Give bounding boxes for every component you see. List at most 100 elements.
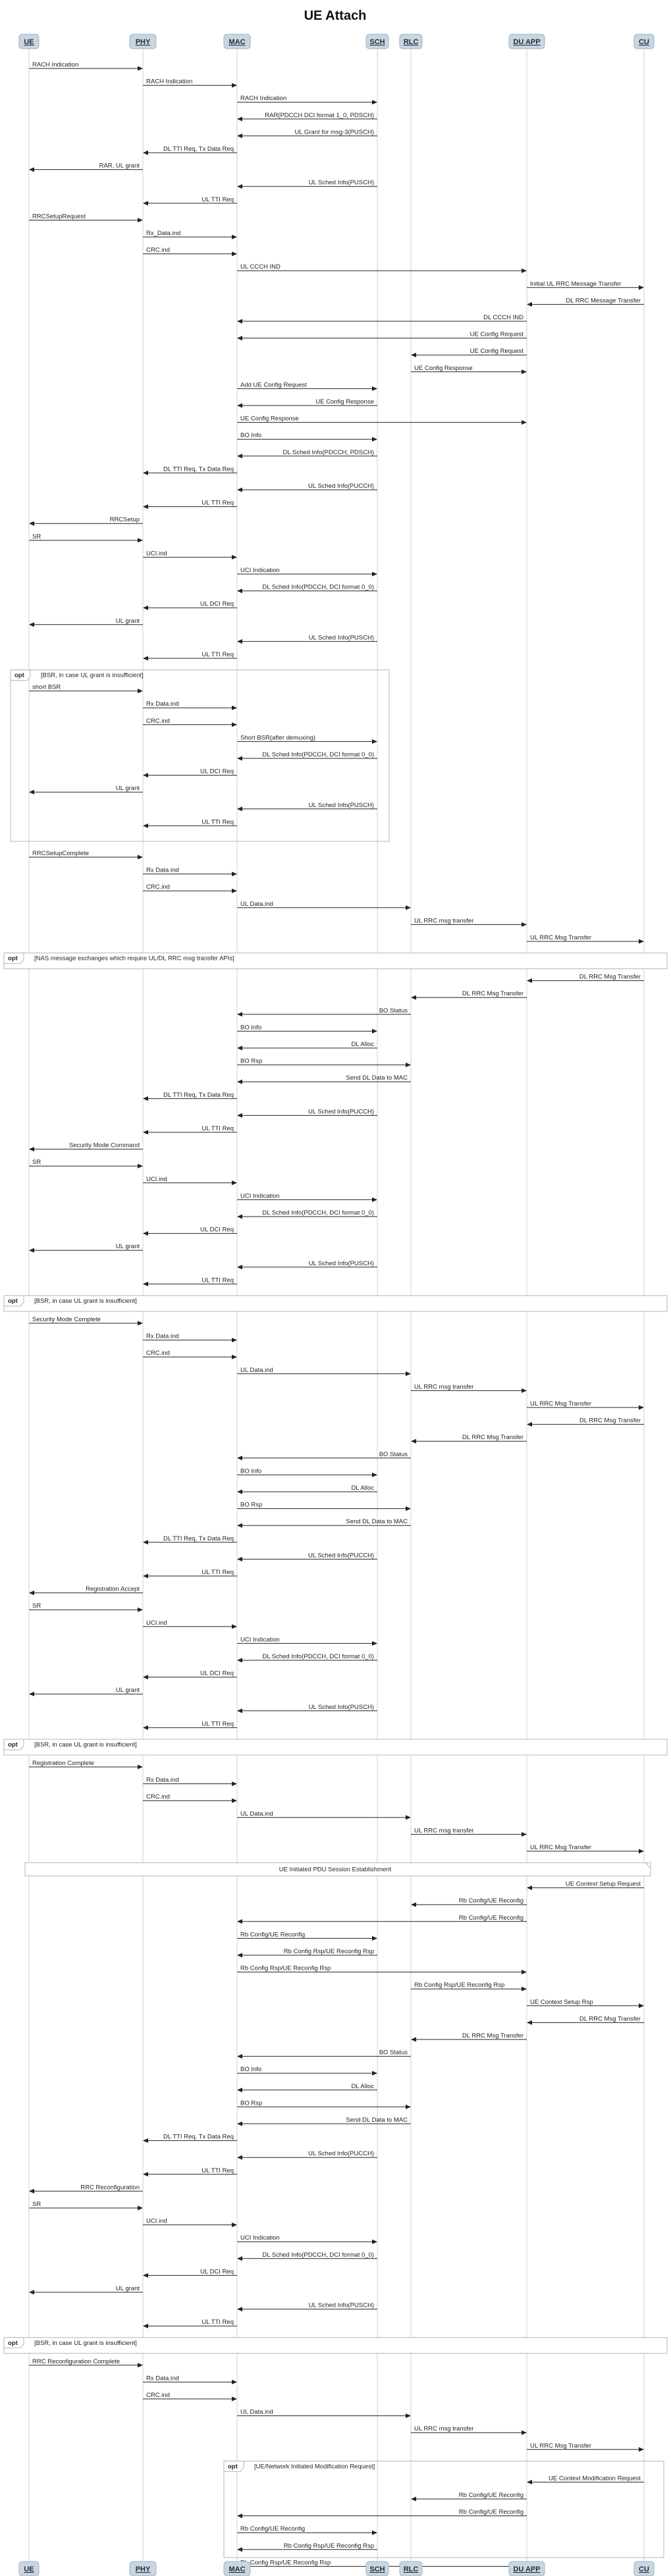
- message-35: UL TTI Req: [143, 651, 237, 661]
- message-label: Rb Config Rsp/UE Reconfig Rsp: [284, 2542, 374, 2550]
- message-115: DL RRC Msg Transfer: [527, 2015, 644, 2025]
- arrow-head-icon: [232, 705, 237, 710]
- message-107: UE Context Setup Request: [527, 1881, 644, 1891]
- arrow-head-icon: [237, 403, 242, 408]
- arrow-head-icon: [138, 2205, 143, 2211]
- arrow-head-icon: [232, 2222, 237, 2228]
- message-128: UCI Indication: [237, 2234, 377, 2244]
- message-61: DL TTI Req, Tx Data Req: [143, 1091, 237, 1101]
- message-88: UL Sched Info(PUCCH): [237, 1552, 377, 1562]
- participant-label: RLC: [404, 2565, 419, 2573]
- message-84: DL Alloc: [237, 1485, 377, 1494]
- arrow-head-icon: [143, 2172, 148, 2177]
- message-41: DL Sched Info(PDCCH, DCI format 0_0): [237, 751, 377, 761]
- arrow-head-icon: [237, 639, 242, 644]
- message-label: UL Sched Info(PUSCH): [309, 2302, 374, 2309]
- message-92: UCI.ind: [143, 1619, 237, 1629]
- message-49: CRC.ind: [143, 883, 237, 893]
- message-75: Rx Data.ind: [143, 1333, 237, 1343]
- arrow-head-icon: [527, 1885, 532, 1891]
- participant-label: PHY: [136, 38, 151, 46]
- message-label: UE Config Response: [315, 398, 374, 406]
- arrow-head-icon: [237, 2307, 242, 2312]
- message-24: DL TTI Req, Tx Data Req: [143, 465, 237, 475]
- arrow-head-icon: [639, 1849, 644, 1854]
- message-label: UL TTI Req: [201, 500, 234, 507]
- message-label: DL Alloc: [352, 2083, 375, 2090]
- arrow-head-icon: [406, 1506, 411, 1511]
- message-label: DL Sched Info(PDCCH, PDSCH): [283, 449, 375, 456]
- participant-box: [633, 2561, 655, 2576]
- arrow-head-icon: [237, 2054, 242, 2059]
- message-label: UL RRC msg transfer: [414, 2425, 473, 2432]
- arrow-head-icon: [237, 1489, 242, 1494]
- arrow-head-icon: [237, 2121, 242, 2126]
- arrow-head-icon: [406, 2104, 411, 2109]
- message-label: UE Context Setup Request: [566, 1881, 641, 1888]
- arrow-head-icon: [138, 1764, 143, 1770]
- participant-label: UE: [24, 2565, 34, 2573]
- message-67: UCI Indication: [237, 1192, 377, 1202]
- arrow-head-icon: [143, 1130, 148, 1135]
- message-113: Rb Config Rsp/UE Reconfig Rsp: [411, 1982, 527, 1991]
- opt-frame-tab: [3, 1295, 24, 1307]
- message-label: Registration Accept: [86, 1586, 140, 1593]
- message-label: BO Info: [240, 2066, 261, 2073]
- message-label: Rx Data.ind: [146, 867, 179, 874]
- message-label: DL TTI Req, Tx Data Req: [163, 145, 234, 153]
- message-60: Send DL Data to MAC: [237, 1074, 411, 1084]
- message-label: BO Status: [379, 2049, 408, 2057]
- message-108: Rb Config/UE Reconfig: [411, 1897, 527, 1907]
- arrow-head-icon: [237, 487, 242, 492]
- message-97: UL Sched Info(PUSCH): [237, 1704, 377, 1714]
- arrow-head-icon: [237, 2155, 242, 2160]
- message-100: Registration Complete: [29, 1760, 143, 1770]
- message-136: Rx Data.ind: [143, 2375, 237, 2384]
- participant-label: MAC: [228, 2565, 245, 2573]
- arrow-head-icon: [29, 167, 34, 172]
- arrow-head-icon: [372, 436, 377, 442]
- message-label: CRC.ind: [146, 1350, 170, 1357]
- message-71: UL Sched Info(PUSCH): [237, 1260, 377, 1270]
- message-label: UL Sched Info(PUCCH): [308, 483, 374, 490]
- message-48: Rx Data.ind: [143, 867, 237, 877]
- message-label: UE Config Response: [240, 415, 299, 423]
- arrow-head-icon: [138, 66, 143, 71]
- message-64: Security Mode Command: [29, 1142, 143, 1152]
- message-12: UL CCCH IND: [237, 263, 527, 273]
- opt-condition: [BSR, in case UL grant is insufficient]: [34, 1298, 137, 1305]
- participant-label: CU: [639, 38, 649, 46]
- message-120: BO Rsp: [237, 2099, 411, 2109]
- arrow-head-icon: [143, 773, 148, 778]
- message-label: Rb Config/UE Reconfig: [459, 1914, 523, 1922]
- arrow-head-icon: [143, 1725, 148, 1730]
- message-label: UL RRC Msg Transfer: [530, 934, 591, 941]
- message-label: RAR(PDCCH DCI format 1_0, PDSCH): [265, 112, 374, 119]
- message-label: Rb Config Rsp/UE Reconfig Rsp: [240, 1965, 331, 1972]
- message-34: UL Sched Info(PUSCH): [237, 634, 377, 644]
- message-label: UL RRC Msg Transfer: [530, 2442, 591, 2450]
- participant-rlc-bottom: RLC: [399, 2561, 423, 2576]
- arrow-head-icon: [29, 2290, 34, 2295]
- message-32: UL DCI Req: [143, 600, 237, 610]
- arrow-head-icon: [237, 756, 242, 761]
- message-label: UE Context Setup Rsp: [530, 1999, 593, 2006]
- message-47: RRCSetupComplete: [29, 850, 143, 860]
- arrow-head-icon: [138, 1607, 143, 1612]
- message-30: UCI Indication: [237, 567, 377, 577]
- arrow-head-icon: [29, 622, 34, 627]
- arrow-head-icon: [232, 1781, 237, 1787]
- message-68: DL Sched Info(PDCCH, DCI format 0_0): [237, 1209, 377, 1219]
- opt-tag: opt: [8, 2340, 18, 2347]
- message-label: DL RRC Msg Transfer: [462, 2032, 523, 2039]
- message-10: Rx_Data.ind: [143, 230, 237, 240]
- message-label: UCI Indication: [240, 1192, 280, 1199]
- arrow-head-icon: [372, 1641, 377, 1646]
- message-59: BO Rsp: [237, 1058, 411, 1068]
- participant-box: [223, 34, 251, 49]
- message-label: SR: [32, 2201, 41, 2208]
- message-label: UCI.ind: [146, 1176, 167, 1183]
- arrow-head-icon: [143, 150, 148, 155]
- arrow-head-icon: [527, 2479, 532, 2484]
- message-8: UL TTI Req: [143, 196, 237, 206]
